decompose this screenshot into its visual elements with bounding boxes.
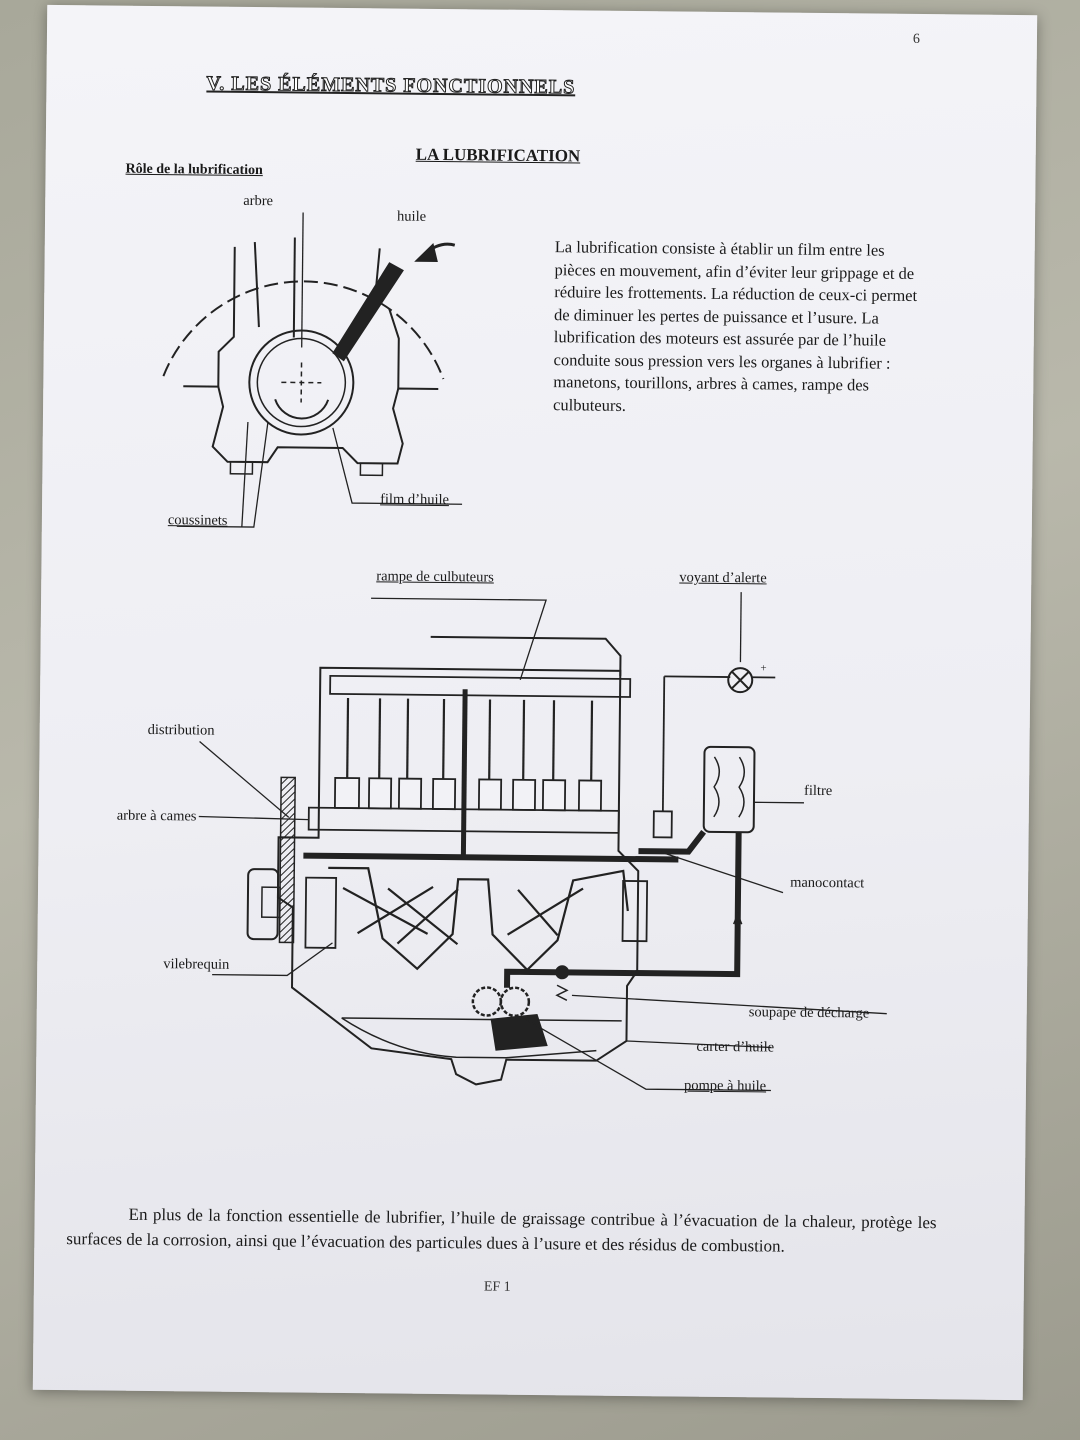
page-number: EF 1 — [483, 1279, 511, 1295]
label-crankshaft: vilebrequin — [163, 956, 230, 973]
plus-sign: + — [760, 662, 767, 675]
label-rocker-rail: rampe de culbuteurs — [376, 568, 494, 586]
engine-diagram — [198, 592, 887, 1092]
label-oil-sump: carter d’huile — [696, 1038, 775, 1056]
label-timing: distribution — [147, 721, 215, 739]
document-page: 6 V. LES ÉLÉMENTS FONCTIONNELS LA LUBRIF… — [32, 4, 1038, 1401]
bearing-diagram — [162, 212, 463, 528]
label-warning-light: voyant d’alerte — [679, 569, 767, 587]
label-relief-valve: soupape de décharge — [748, 1004, 870, 1022]
label-camshaft: arbre à cames — [116, 807, 197, 825]
label-pressure-switch: manocontact — [790, 874, 865, 892]
label-oil-pump: pompe à huile — [683, 1077, 767, 1095]
label-filter: filtre — [804, 782, 833, 800]
closing-paragraph: En plus de la fonction essentielle de lu… — [66, 1204, 937, 1256]
